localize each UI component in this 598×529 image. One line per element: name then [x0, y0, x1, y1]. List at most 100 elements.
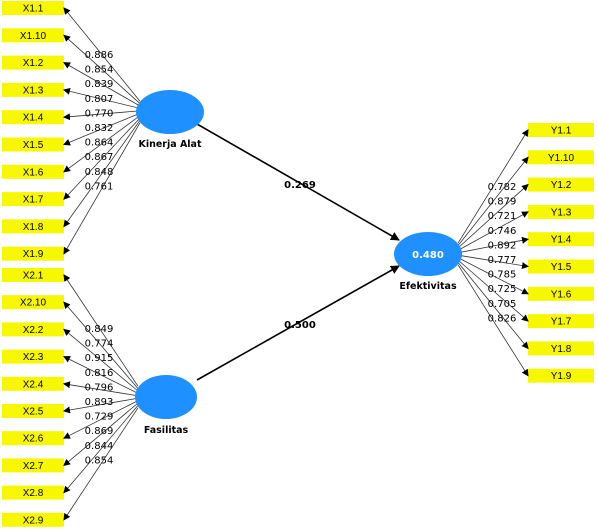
loading-arrow: [63, 402, 139, 467]
loading-value: 0.746: [488, 226, 517, 237]
indicator-box: [528, 259, 594, 274]
indicator-box: [2, 458, 64, 473]
indicator-label: X2.5: [23, 407, 44, 418]
indicator-label: Y1.1: [551, 126, 572, 137]
loading-value: 0.774: [85, 339, 114, 350]
indicator-label: X1.2: [23, 58, 44, 69]
latent-label-fasilitas: Fasilitas: [144, 425, 189, 436]
loading-value: 0.848: [85, 167, 114, 178]
loading-arrow: [457, 259, 529, 322]
loading-arrow: [63, 115, 141, 173]
indicator-box: [2, 268, 64, 282]
indicator-label: X1.9: [23, 249, 44, 260]
loading-arrow: [63, 87, 141, 109]
indicator-label: Y1.7: [551, 317, 572, 328]
loading-arrow: [457, 129, 529, 244]
indicator-label: X1.8: [23, 222, 44, 233]
indicator-box: [2, 28, 64, 43]
indicator-box: [2, 164, 64, 179]
indicator-label: X1.7: [23, 195, 44, 206]
indicator-box: [2, 137, 64, 152]
indicator-label: Y1.2: [551, 180, 572, 191]
indicator-label: X2.6: [23, 434, 44, 445]
latent-efektivitas: [394, 232, 462, 276]
indicator-box: [2, 219, 64, 234]
indicator-box: [528, 341, 594, 356]
indicator-box: [2, 55, 64, 70]
loading-value: 0.721: [488, 211, 517, 222]
indicator-box: [2, 1, 64, 15]
loading-arrow: [63, 274, 139, 387]
loading-arrow: [63, 328, 139, 392]
loading-value: 0.849: [85, 324, 114, 335]
loading-arrow: [63, 7, 141, 102]
indicator-box: [2, 431, 64, 446]
indicator-box: [2, 512, 64, 527]
indicator-box: [2, 295, 64, 310]
indicator-label: X1.1: [23, 4, 44, 15]
loading-value: 0.915: [85, 353, 114, 364]
loading-value: 0.832: [85, 123, 114, 134]
loading-value: 0.761: [85, 181, 114, 192]
loading-value: 0.886: [85, 50, 114, 61]
path-kinerja-to-efektivitas: [196, 123, 400, 241]
indicator-box: [2, 485, 64, 500]
indicator-label: X1.5: [23, 140, 44, 151]
indicator-label: X1.10: [20, 31, 47, 42]
indicator-label: Y1.6: [551, 289, 572, 300]
indicator-label: Y1.9: [551, 371, 572, 382]
loading-value: 0.893: [85, 397, 114, 408]
indicator-box: [528, 314, 594, 329]
latent-kinerja-alat: [136, 90, 204, 134]
indicator-label: Y1.8: [551, 344, 572, 355]
loading-value: 0.729: [85, 412, 114, 423]
loading-arrow: [63, 356, 139, 394]
indicator-box: [528, 232, 594, 247]
path-coefficient-kinerja: 0.269: [284, 180, 316, 191]
indicator-box: [2, 349, 64, 364]
loading-value: 0.892: [488, 240, 517, 251]
loading-value: 0.826: [488, 313, 517, 324]
loading-value: 0.782: [488, 182, 517, 193]
loading-value: 0.785: [488, 270, 517, 281]
loading-value: 0.770: [85, 108, 114, 119]
indicator-box: [528, 286, 594, 301]
indicator-label: X1.6: [23, 167, 44, 178]
loading-value: 0.854: [85, 65, 114, 76]
loading-arrow: [457, 257, 529, 295]
loading-value: 0.816: [85, 368, 114, 379]
latent-fasilitas: [135, 375, 197, 419]
loading-arrow: [63, 120, 141, 228]
loading-arrow: [63, 62, 141, 107]
indicator-box: [2, 246, 64, 261]
loading-arrow: [63, 301, 139, 389]
indicator-box: [528, 123, 594, 137]
loading-value: 0.869: [85, 426, 114, 437]
loading-arrow: [457, 211, 529, 251]
indicator-label: Y1.5: [551, 262, 572, 273]
loading-arrow: [457, 156, 529, 246]
loading-value: 0.839: [85, 79, 114, 90]
indicator-box: [528, 204, 594, 219]
latent-label-efektivitas: Efektivitas: [399, 281, 457, 292]
loading-value: 0.796: [85, 382, 114, 393]
loading-arrow: [457, 254, 529, 269]
loading-value: 0.725: [488, 284, 517, 295]
loading-arrow: [63, 117, 141, 200]
indicator-box: [2, 82, 64, 97]
loading-arrow: [63, 397, 139, 414]
loading-value: 0.807: [85, 94, 114, 105]
loading-value: 0.854: [85, 455, 114, 466]
indicator-box: [528, 150, 594, 165]
loading-arrow: [63, 110, 141, 121]
path-fasilitas-to-efektivitas: [196, 265, 400, 381]
indicator-label: X1.3: [23, 85, 44, 96]
loading-arrow: [457, 183, 529, 249]
loading-arrow: [457, 236, 529, 254]
indicator-label: X2.7: [23, 461, 44, 472]
loading-arrow: [63, 34, 141, 104]
loading-value: 0.705: [488, 299, 517, 310]
